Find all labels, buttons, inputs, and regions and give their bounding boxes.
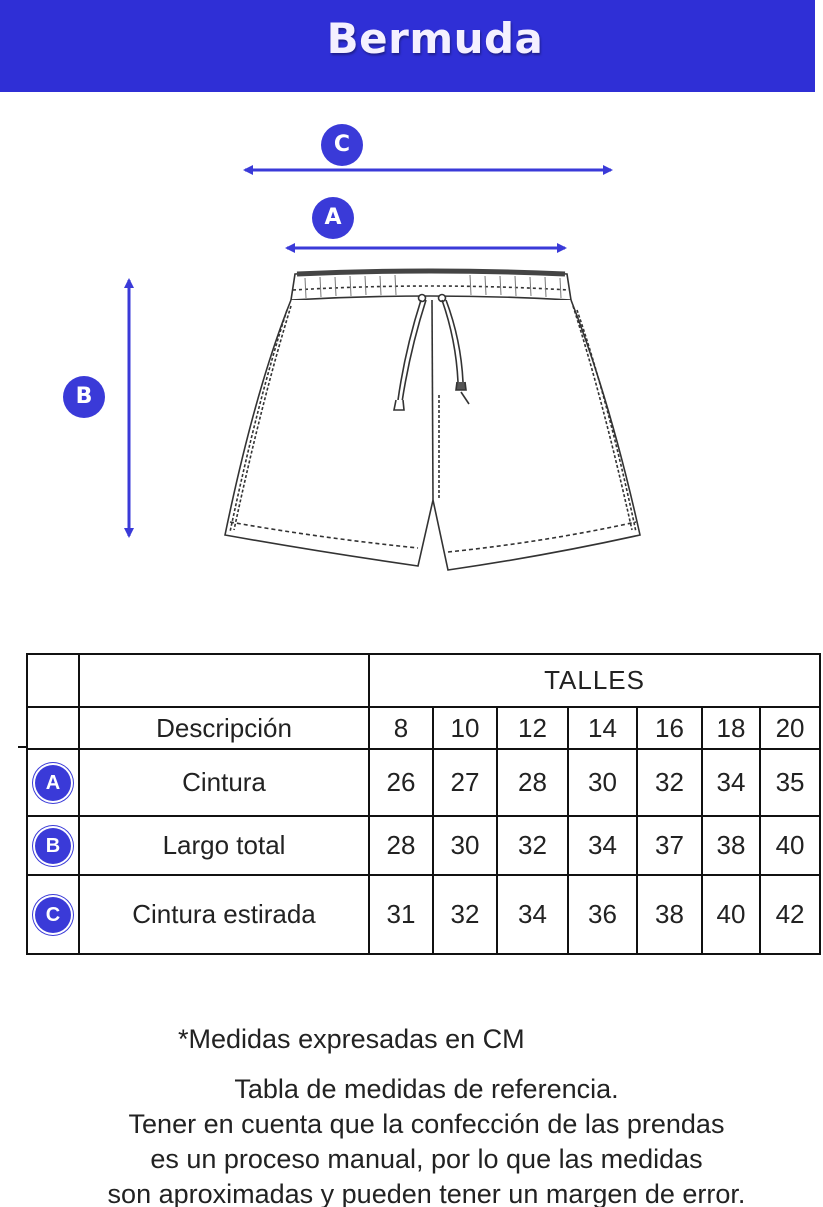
badge-a: A	[35, 764, 71, 801]
page-title: Bermuda	[326, 14, 544, 63]
table-cell: 34	[496, 874, 569, 955]
table-row: A Cintura 26 27 28 30 32 34 35	[26, 748, 822, 817]
size-header: 14	[567, 706, 638, 750]
row-label: Cintura estirada	[78, 874, 370, 955]
table-cell: 35	[758, 748, 822, 817]
empty-header-cell	[78, 653, 370, 708]
badge-a: A	[312, 197, 354, 239]
disclaimer: Tabla de medidas de referencia. Tener en…	[0, 1072, 823, 1207]
table-cell: 30	[567, 748, 638, 817]
table-cell: 40	[701, 874, 761, 955]
size-header: 10	[432, 706, 498, 750]
table-cell: 34	[701, 748, 761, 817]
table-cell: 38	[701, 815, 761, 876]
table-divider-tick	[18, 746, 28, 748]
disclaimer-line: es un proceso manual, por lo que las med…	[150, 1144, 703, 1174]
table-cell: 31	[368, 874, 434, 955]
description-header: Descripción	[78, 706, 370, 750]
corner-cell	[26, 653, 80, 708]
table-cell: 27	[432, 748, 498, 817]
table-cell: 37	[636, 815, 703, 876]
row-badge-cell: A	[26, 748, 80, 817]
table-cell: 28	[496, 748, 569, 817]
size-header: 16	[636, 706, 703, 750]
row-badge-cell: C	[26, 874, 80, 955]
table-cell: 36	[567, 874, 638, 955]
shorts-illustration	[224, 268, 641, 571]
title-banner: Bermuda	[0, 0, 815, 92]
table-row: B Largo total 28 30 32 34 37 38 40	[26, 815, 822, 876]
table-cell: 34	[567, 815, 638, 876]
corner-cell	[26, 706, 80, 750]
unit-note: *Medidas expresadas en CM	[178, 1024, 525, 1054]
size-header: 8	[368, 706, 434, 750]
table-row: C Cintura estirada 31 32 34 36 38 40 42	[26, 874, 822, 955]
disclaimer-line: son aproximadas y pueden tener un margen…	[107, 1179, 746, 1207]
table-cell: 32	[636, 748, 703, 817]
badge-c: C	[35, 896, 71, 933]
badge-c: C	[321, 124, 363, 166]
table-cell: 40	[758, 815, 822, 876]
badge-b: B	[63, 376, 105, 418]
row-label: Cintura	[78, 748, 370, 817]
measurement-diagram	[124, 165, 641, 571]
row-badge-cell: B	[26, 815, 80, 876]
table-cell: 42	[758, 874, 822, 955]
size-header: 20	[758, 706, 822, 750]
table-cell: 26	[368, 748, 434, 817]
size-header: 12	[496, 706, 569, 750]
row-label: Largo total	[78, 815, 370, 876]
size-header: 18	[701, 706, 761, 750]
table-cell: 38	[636, 874, 703, 955]
disclaimer-line: Tener en cuenta que la confección de las…	[128, 1109, 725, 1139]
size-chart-table: TALLES Descripción 8 10 12 14 16 18 20 A…	[26, 653, 822, 955]
table-cell: 32	[496, 815, 569, 876]
table-cell: 32	[432, 874, 498, 955]
disclaimer-line: Tabla de medidas de referencia.	[234, 1074, 619, 1104]
table-cell: 28	[368, 815, 434, 876]
talles-header: TALLES	[367, 653, 822, 708]
table-cell: 30	[432, 815, 498, 876]
badge-b: B	[35, 827, 71, 864]
